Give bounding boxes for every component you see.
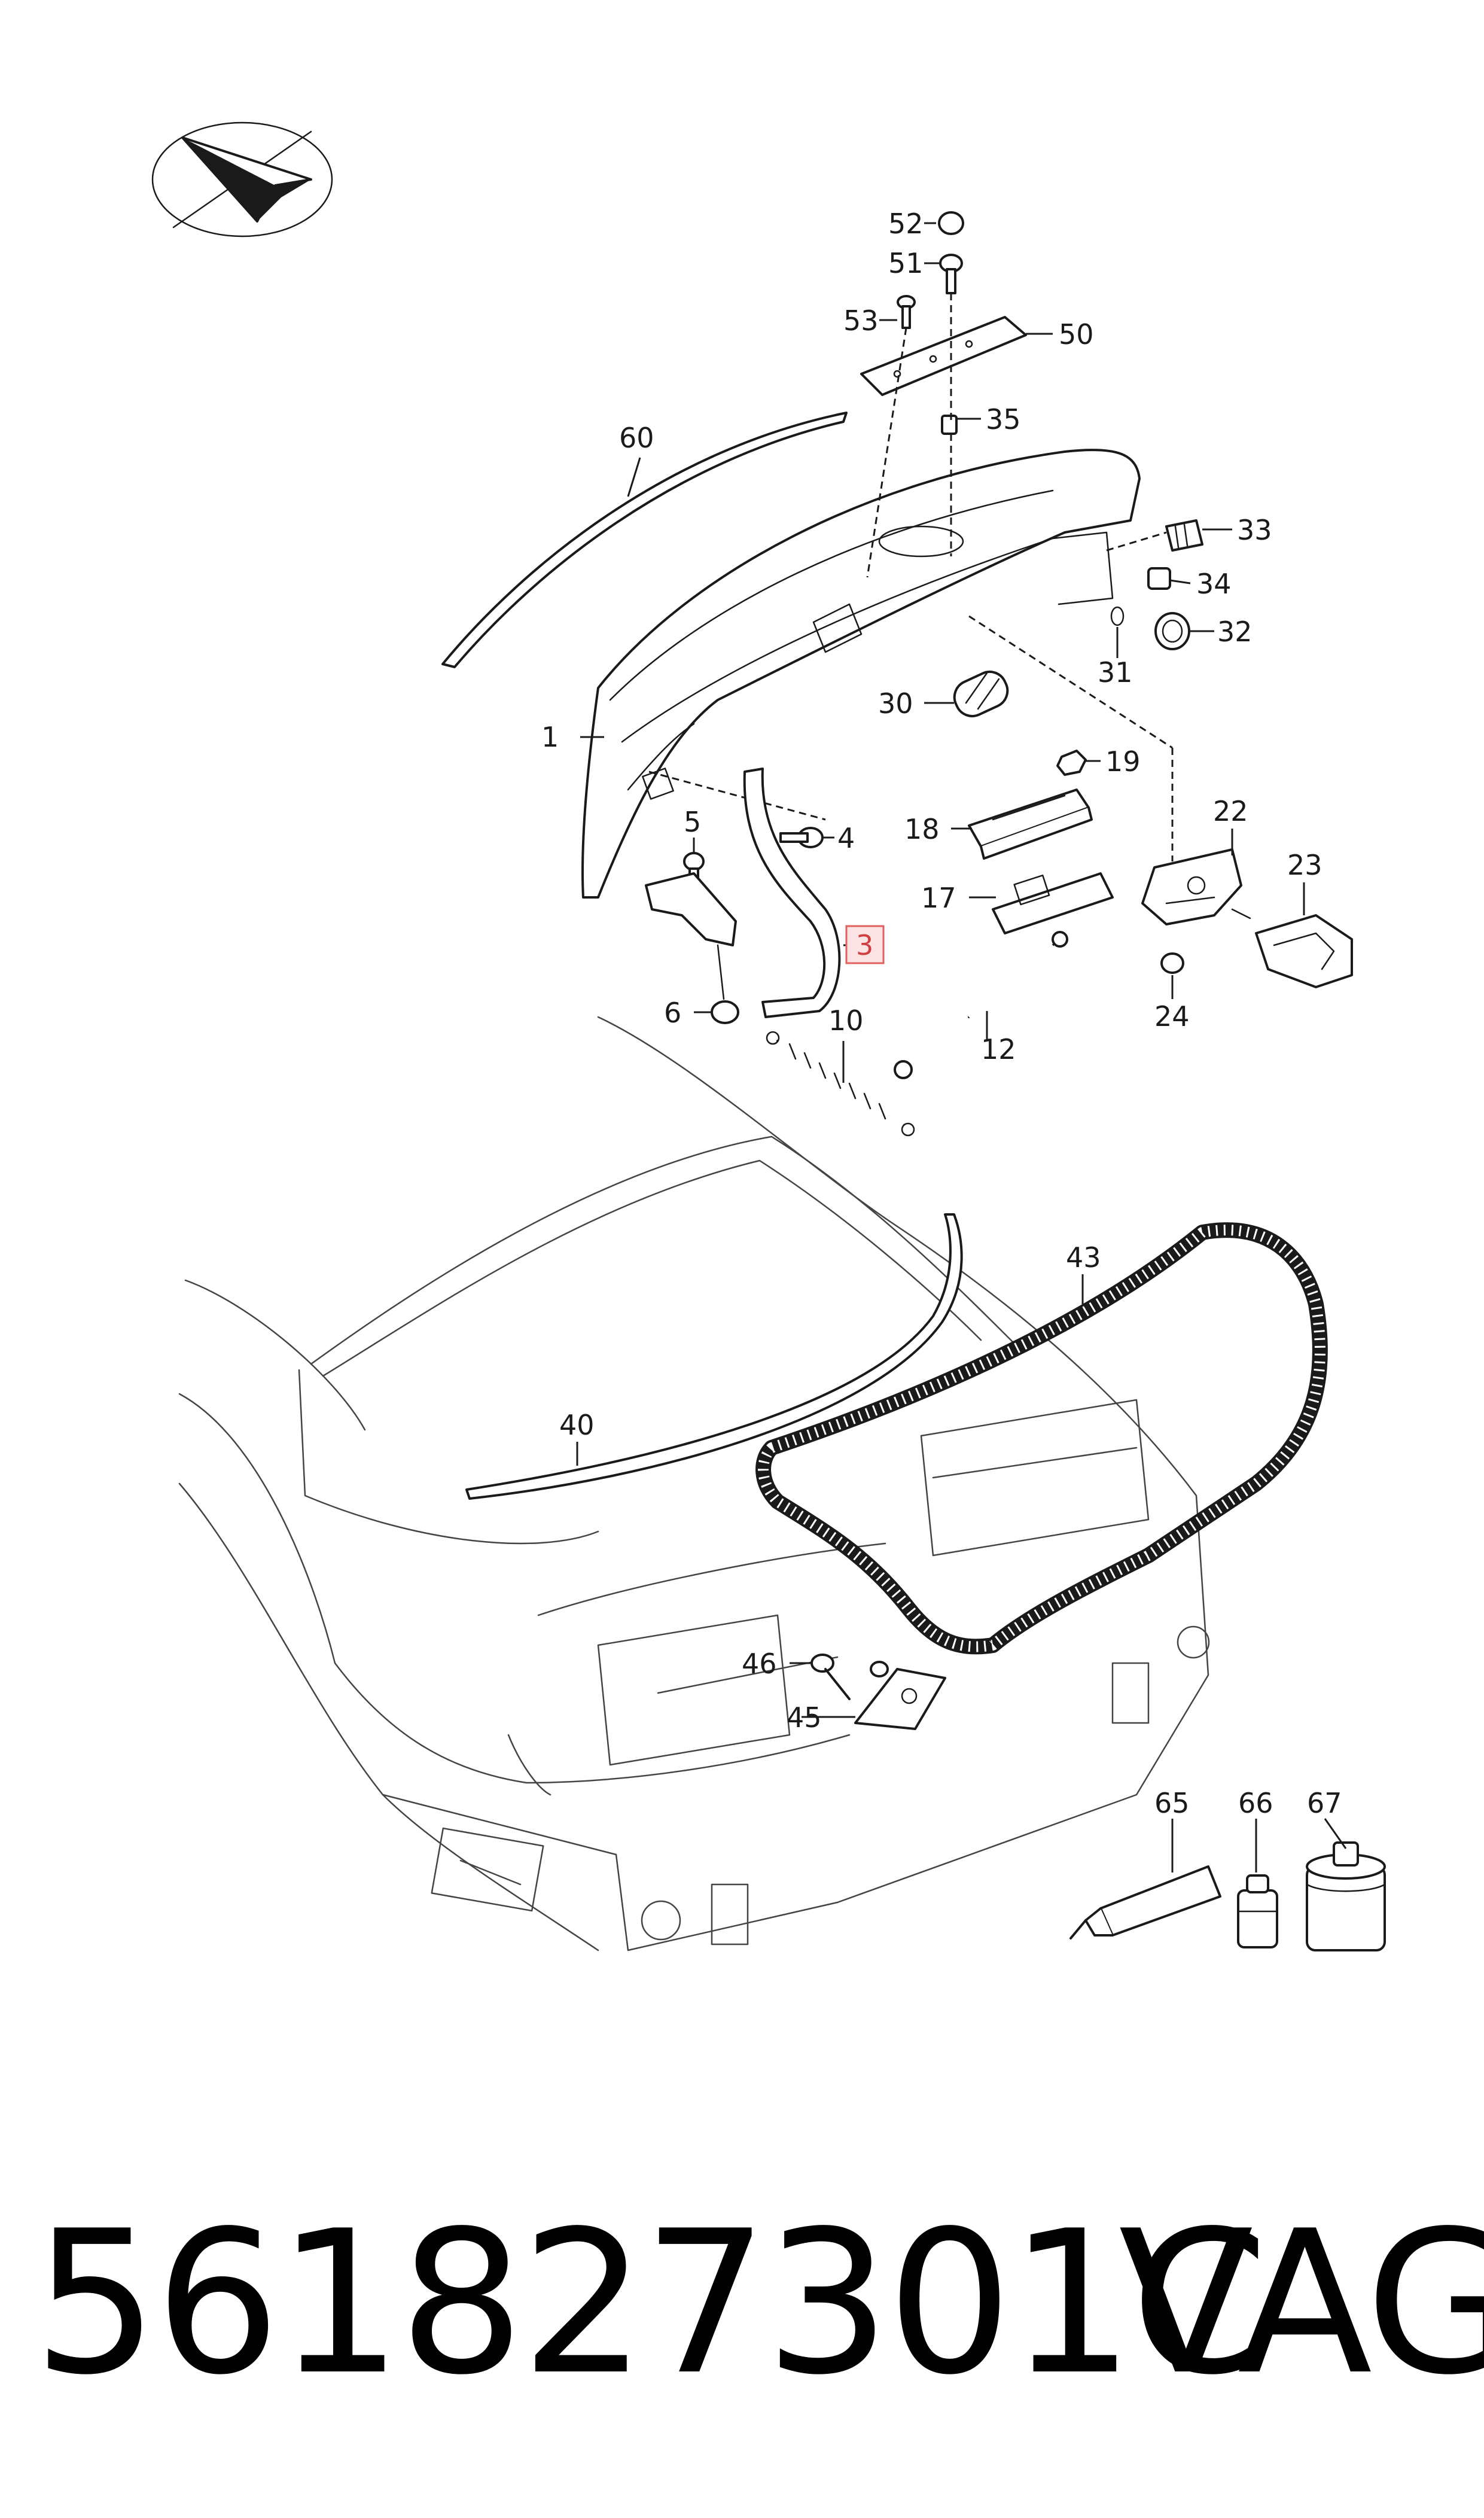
part-50-plate xyxy=(860,316,1027,396)
car-body-outline xyxy=(178,1016,1210,1951)
part-17-light xyxy=(992,872,1114,934)
part-10-spring xyxy=(766,1031,915,1137)
callout-4: 4 xyxy=(837,822,855,854)
callout-10: 10 xyxy=(828,1004,864,1037)
part-22-lock xyxy=(1141,848,1251,925)
callout-17: 17 xyxy=(921,882,956,914)
part-66-bottle xyxy=(1237,1874,1278,1948)
callout-18: 18 xyxy=(904,813,940,845)
callout-67: 67 xyxy=(1307,1787,1342,1819)
part-33-buffer xyxy=(1165,519,1203,552)
part-67-can xyxy=(1306,1841,1386,1951)
callout-19: 19 xyxy=(1105,745,1141,778)
callout-51: 51 xyxy=(888,247,924,279)
brand-label: VAG xyxy=(1119,2188,1484,2418)
callout-53: 53 xyxy=(843,305,879,337)
part-24-nut xyxy=(1160,952,1184,974)
part-6-nut xyxy=(711,1000,739,1024)
callout-50: 50 xyxy=(1059,318,1094,351)
callout-66: 66 xyxy=(1238,1787,1273,1819)
part-60-strip xyxy=(441,412,848,668)
part-3-hinge xyxy=(743,768,841,1018)
callout-65: 65 xyxy=(1154,1787,1190,1819)
callout-23: 23 xyxy=(1287,849,1323,881)
callout-46: 46 xyxy=(742,1648,777,1680)
callout-30: 30 xyxy=(878,687,913,720)
callout-52: 52 xyxy=(888,208,924,240)
part-52-cap xyxy=(938,211,964,235)
part-30-bumper xyxy=(953,671,1009,717)
part-12-gas-strut xyxy=(894,931,1068,1079)
footer: 561827301C VAG xyxy=(0,2178,1484,2441)
part-45-bracket xyxy=(854,1661,946,1730)
highlight-box xyxy=(845,925,885,964)
hinge-bracket xyxy=(645,872,737,1000)
callout-45: 45 xyxy=(787,1701,822,1734)
callout-40: 40 xyxy=(559,1409,595,1441)
callout-5: 5 xyxy=(684,806,701,838)
exploded-parts-diagram: 52 51 53 50 35 60 1 33 34 32 31 30 19 18… xyxy=(151,121,1386,1951)
part-number: 561827301C xyxy=(33,2188,1269,2418)
part-53-screw xyxy=(897,295,916,329)
part-23-cover xyxy=(1255,914,1353,988)
callout-35: 35 xyxy=(986,403,1021,436)
callout-60: 60 xyxy=(619,422,654,454)
callout-12: 12 xyxy=(981,1033,1016,1065)
part-46-bolt xyxy=(810,1654,851,1700)
part-18-module xyxy=(968,788,1093,860)
callout-32: 32 xyxy=(1217,616,1253,648)
part-34-clip xyxy=(1147,567,1171,590)
part-51-screw xyxy=(939,254,963,294)
callout-3: 3 xyxy=(856,929,873,961)
part-40-strip xyxy=(465,1213,963,1500)
part-43-seal xyxy=(755,1222,1328,1655)
part-19-nut xyxy=(1056,750,1087,776)
callout-24: 24 xyxy=(1154,1000,1190,1033)
callout-6: 6 xyxy=(664,997,681,1029)
part-65-tube xyxy=(1069,1865,1221,1940)
callout-34: 34 xyxy=(1196,568,1232,600)
callout-22: 22 xyxy=(1213,795,1248,827)
part-31-oring xyxy=(1110,606,1125,626)
callout-43: 43 xyxy=(1066,1241,1101,1274)
part-32-grommet xyxy=(1154,612,1190,650)
callout-31: 31 xyxy=(1098,656,1133,689)
callout-1: 1 xyxy=(541,721,559,753)
direction-arrow-icon xyxy=(151,121,333,238)
part-35-clip xyxy=(941,415,958,435)
part-4-bolt xyxy=(779,827,824,848)
callout-labels: 52 51 53 50 35 60 1 33 34 32 31 30 19 18… xyxy=(541,208,1342,1819)
callout-33: 33 xyxy=(1237,514,1272,546)
